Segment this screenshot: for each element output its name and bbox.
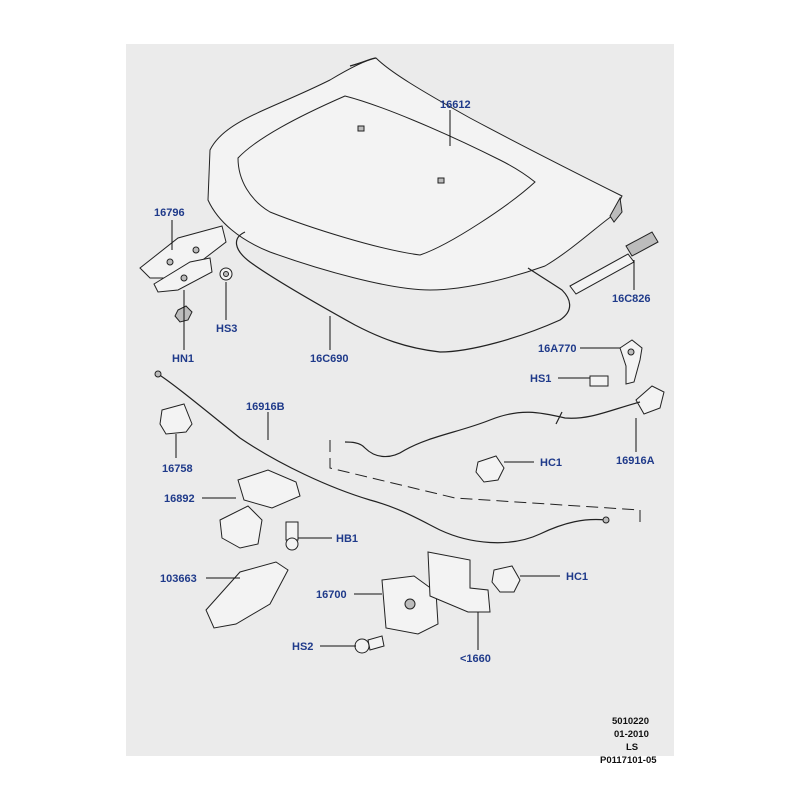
reference-date: 01-2010 — [614, 729, 649, 740]
routing-line — [329, 440, 641, 528]
callout-16700: 16700 — [316, 589, 347, 601]
callout-hs2: HS2 — [292, 641, 313, 653]
latch-striker[interactable] — [219, 469, 301, 549]
cable-end — [602, 516, 610, 524]
hinge-bolt-hs3[interactable] — [219, 267, 233, 281]
callout-16796: 16796 — [154, 207, 185, 219]
bonnet-panel[interactable] — [207, 57, 623, 291]
gas-strut[interactable] — [569, 231, 659, 295]
callout-16c826: 16C826 — [612, 293, 651, 305]
callout-16c690: 16C690 — [310, 353, 349, 365]
callout-16916a: 16916A — [616, 455, 655, 467]
cable-grommet — [555, 411, 563, 425]
release-cable-16916b[interactable] — [157, 373, 607, 544]
bonnet-latch[interactable] — [381, 575, 439, 635]
latch-bolt-hs2[interactable] — [354, 635, 385, 654]
callout-hn1: HN1 — [172, 353, 194, 365]
callout-hb1: HB1 — [336, 533, 358, 545]
callout-16a770: 16A770 — [538, 343, 577, 355]
callout-103663: 103663 — [160, 573, 197, 585]
callout-1660: <1660 — [460, 653, 491, 665]
reference-code: LS — [626, 742, 638, 753]
handle-bracket[interactable] — [635, 385, 665, 415]
release-cable-16916a[interactable] — [344, 401, 641, 458]
bonnet-hinge[interactable] — [139, 225, 227, 293]
callout-hc1-lower: HC1 — [566, 571, 588, 583]
reference-illustration-id: P0117101-05 — [600, 755, 657, 766]
callout-hs3: HS3 — [216, 323, 237, 335]
panel-mark — [437, 177, 445, 184]
callout-16612: 16612 — [440, 99, 471, 111]
striker-bolt-hb1[interactable] — [285, 521, 299, 551]
latch-guide[interactable] — [205, 561, 289, 629]
bonnet-seal[interactable] — [236, 231, 571, 353]
panel-mark — [357, 125, 365, 132]
latch-bracket[interactable] — [427, 551, 491, 613]
callout-16892: 16892 — [164, 493, 195, 505]
handle-screw-hs1[interactable] — [589, 375, 609, 387]
callout-16916b: 16916B — [246, 401, 285, 413]
bump-stop[interactable] — [159, 403, 193, 435]
callout-16758: 16758 — [162, 463, 193, 475]
cable-end — [154, 370, 162, 378]
cable-clip-upper[interactable] — [475, 455, 505, 483]
reference-number: 5010220 — [612, 716, 649, 727]
callout-hc1-upper: HC1 — [540, 457, 562, 469]
cable-clip-lower[interactable] — [491, 565, 521, 593]
release-handle[interactable] — [619, 339, 643, 385]
callout-hs1: HS1 — [530, 373, 551, 385]
